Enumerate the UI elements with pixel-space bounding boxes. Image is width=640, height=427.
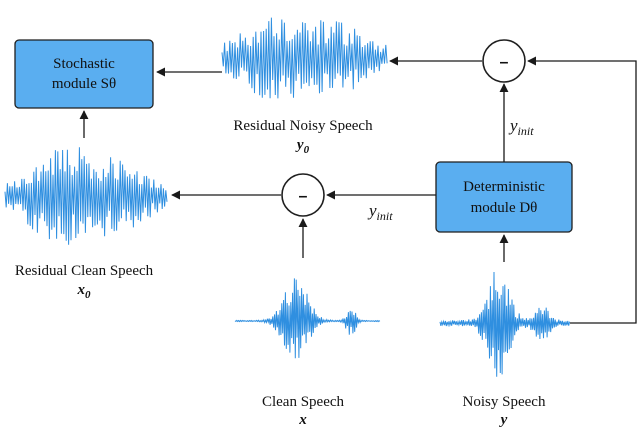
deterministic-module-line1: Deterministic: [463, 179, 545, 195]
clean-speech-symbol: x: [298, 412, 307, 427]
deterministic-module-line2: module Dθ: [471, 200, 538, 216]
residual-noisy-symbol: y0: [295, 137, 310, 156]
middle-subtract-circle: [281, 173, 325, 217]
arrow-noisy-to-top-sub: [527, 56, 637, 324]
clean-speech-waveform: [234, 278, 381, 359]
residual-clean-symbol: x0: [77, 282, 92, 301]
stochastic-module-line2: module Sθ: [52, 76, 116, 92]
deterministic-module-box: [435, 161, 573, 233]
y-init-label-horizontal: yinit: [367, 201, 393, 223]
noisy-speech-symbol: y: [499, 412, 508, 427]
clean-speech-label: Clean Speech: [262, 394, 345, 410]
stochastic-module: Stochastic module Sθ: [14, 39, 154, 109]
residual-clean-waveform: [4, 147, 168, 245]
middle-subtract-node: –: [281, 173, 325, 217]
top-subtract-node: –: [482, 39, 526, 83]
residual-noisy-waveform: [221, 17, 388, 99]
stochastic-module-line1: Stochastic: [53, 56, 115, 72]
noisy-speech-label: Noisy Speech: [463, 394, 546, 410]
top-subtract-symbol: –: [500, 54, 509, 71]
stochastic-module-box: [14, 39, 154, 109]
deterministic-module: Deterministic module Dθ: [435, 161, 573, 233]
residual-clean-label: Residual Clean Speech: [15, 263, 154, 279]
top-subtract-circle: [482, 39, 526, 83]
noisy-speech-waveform: [439, 271, 571, 377]
y-init-label-vertical: yinit: [508, 116, 534, 138]
residual-noisy-label: Residual Noisy Speech: [233, 118, 373, 134]
middle-subtract-symbol: –: [299, 188, 308, 205]
